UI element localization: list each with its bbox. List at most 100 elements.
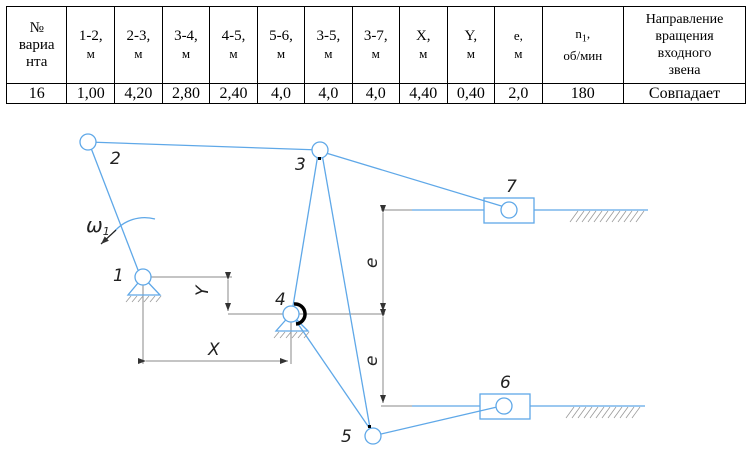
header-unit: м bbox=[134, 45, 143, 61]
slider-7 bbox=[483, 197, 535, 224]
slider-6 bbox=[479, 393, 531, 420]
omega-subscript: 1 bbox=[103, 225, 110, 238]
header-unit: м bbox=[229, 45, 238, 61]
label-joint-6: 6 bbox=[500, 373, 511, 393]
link-3-5 bbox=[321, 153, 371, 429]
label-omega: ω1 bbox=[86, 213, 110, 238]
ground-hatch-7 bbox=[569, 210, 645, 223]
label-dim-e-upper: e bbox=[362, 258, 382, 268]
link-3-7 bbox=[325, 152, 509, 209]
link-2-3 bbox=[87, 141, 321, 151]
header-text: e, bbox=[513, 28, 523, 43]
link-3-4 bbox=[292, 153, 319, 307]
label-dim-x: X bbox=[207, 340, 220, 360]
header-3-5: 3-5,м bbox=[304, 6, 353, 84]
ground-hatch-6 bbox=[565, 406, 641, 419]
omega-arrow-icon bbox=[100, 229, 117, 245]
joint-7 bbox=[500, 201, 518, 219]
header-unit: м bbox=[466, 45, 475, 61]
header-text: вариа bbox=[18, 36, 55, 53]
joint-5-rigid-mark bbox=[368, 425, 371, 428]
label-dim-e-lower: e bbox=[362, 356, 382, 366]
links bbox=[87, 141, 509, 435]
header-text: Направление bbox=[645, 12, 724, 27]
header-text: звена bbox=[668, 63, 701, 78]
header-unit: м bbox=[419, 45, 428, 61]
table-header-row: № вариа нта 1-2,м 2-3,м 3-4,м 4-5,м 5-6,… bbox=[5, 6, 746, 84]
omega-arc bbox=[113, 217, 156, 233]
header-5-6: 5-6,м bbox=[256, 6, 306, 84]
label-joint-1: 1 bbox=[113, 266, 124, 286]
label-joint-5: 5 bbox=[341, 427, 352, 447]
parameters-table: № вариа нта 1-2,м 2-3,м 3-4,м 4-5,м 5-6,… bbox=[5, 6, 746, 104]
cell-n1: 180 bbox=[541, 83, 625, 104]
omega-symbol: ω bbox=[86, 213, 103, 237]
header-text: № bbox=[29, 19, 44, 36]
header-text: 4-5, bbox=[221, 27, 246, 44]
header-rotation-direction: Направление вращения входного звена bbox=[623, 6, 746, 84]
label-joint-2: 2 bbox=[110, 149, 121, 169]
cell-x: 4,40 bbox=[398, 83, 448, 104]
ground-support-1 bbox=[125, 276, 162, 303]
header-text: входного bbox=[657, 46, 712, 61]
cell-4-5: 2,40 bbox=[209, 83, 258, 104]
header-unit: м bbox=[181, 45, 191, 61]
joint-2 bbox=[79, 133, 97, 151]
header-text: вращения bbox=[655, 29, 714, 44]
header-text: 2-3, bbox=[126, 27, 151, 44]
header-text: Y, bbox=[464, 27, 478, 44]
link-1-2 bbox=[90, 147, 139, 271]
header-e: e, м bbox=[494, 6, 543, 84]
cell-2-3: 4,20 bbox=[114, 83, 163, 104]
link-5-6 bbox=[380, 406, 498, 435]
header-text: , bbox=[586, 25, 591, 41]
label-joint-7: 7 bbox=[506, 177, 517, 197]
joint-4-rigid-arc bbox=[293, 302, 307, 326]
joint-5 bbox=[364, 427, 382, 445]
header-3-4: 3-4,м bbox=[161, 6, 211, 84]
header-unit: м bbox=[324, 45, 333, 61]
header-unit: об/мин bbox=[563, 48, 603, 64]
header-text: 3-7, bbox=[363, 27, 388, 44]
joint-6 bbox=[495, 397, 513, 415]
cell-e: 2,0 bbox=[494, 83, 543, 104]
joint-4 bbox=[282, 305, 300, 323]
mechanism-diagram: 2 3 1 4 5 6 7 ω1 X Y e e bbox=[79, 133, 648, 447]
joint-1 bbox=[134, 268, 152, 286]
header-text: 3-4, bbox=[174, 27, 198, 44]
header-text: X, bbox=[415, 27, 431, 44]
header-text: 1-2, bbox=[78, 27, 103, 44]
label-joint-3: 3 bbox=[295, 155, 306, 175]
header-text: нта bbox=[26, 53, 48, 70]
joint-3 bbox=[311, 141, 329, 159]
header-variant: № вариа нта bbox=[5, 6, 68, 84]
joint-3-rigid-mark bbox=[318, 157, 321, 160]
header-2-3: 2-3,м bbox=[114, 6, 163, 84]
header-4-5: 4-5,м bbox=[209, 6, 258, 84]
header-unit: м bbox=[514, 46, 523, 61]
cell-3-7: 4,0 bbox=[351, 83, 400, 104]
cell-y: 0,40 bbox=[446, 83, 496, 104]
label-dim-y: Y bbox=[193, 284, 213, 296]
header-y: Y,м bbox=[446, 6, 496, 84]
cell-5-6: 4,0 bbox=[256, 83, 306, 104]
header-n1: n1, об/мин bbox=[541, 6, 625, 84]
header-3-7: 3-7,м bbox=[351, 6, 400, 84]
header-text: 5-6, bbox=[269, 27, 293, 44]
cell-rotation-direction: Совпадает bbox=[623, 83, 746, 104]
cell-variant: 16 bbox=[5, 83, 68, 104]
header-unit: м bbox=[276, 45, 286, 61]
header-text: n bbox=[575, 25, 582, 41]
label-joint-4: 4 bbox=[275, 290, 286, 310]
cell-1-2: 1,00 bbox=[66, 83, 116, 104]
header-text: 3-5, bbox=[316, 27, 341, 44]
cell-3-4: 2,80 bbox=[161, 83, 211, 104]
header-unit: м bbox=[86, 45, 95, 61]
table-row: 16 1,00 4,20 2,80 2,40 4,0 4,0 4,0 4,40 … bbox=[5, 83, 746, 104]
link-4-5 bbox=[295, 320, 371, 430]
header-1-2: 1-2,м bbox=[66, 6, 116, 84]
header-subscript: 1 bbox=[581, 33, 587, 45]
header-x: X,м bbox=[398, 6, 448, 84]
cell-3-5: 4,0 bbox=[304, 83, 353, 104]
header-unit: м bbox=[371, 45, 380, 61]
